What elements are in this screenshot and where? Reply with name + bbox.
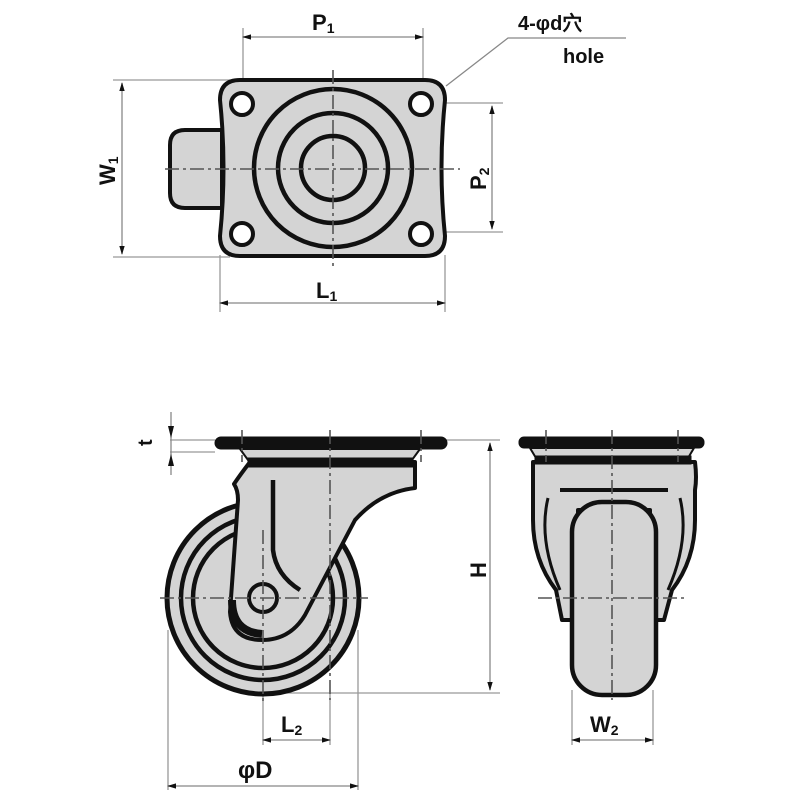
w2-label: W2 bbox=[590, 712, 619, 738]
mounting-hole-icon bbox=[229, 91, 434, 247]
front-view: W2 bbox=[518, 430, 705, 745]
hole-callout-label: 4-φd穴 bbox=[518, 11, 582, 35]
mount-plate bbox=[214, 436, 448, 450]
l1-label: L1 bbox=[316, 278, 337, 304]
top-plate bbox=[218, 78, 447, 258]
d-label: φD bbox=[238, 757, 273, 784]
h-label: H bbox=[466, 562, 491, 578]
p1-label: P1 bbox=[312, 10, 335, 36]
top-view: P1 W1 L1 P2 4-φd穴 hole bbox=[95, 10, 626, 312]
side-view: t H L2 φD bbox=[135, 412, 500, 790]
l2-label: L2 bbox=[281, 712, 302, 738]
fork-rib bbox=[270, 480, 302, 592]
w1-label: W1 bbox=[95, 156, 121, 185]
t-label: t bbox=[135, 439, 157, 446]
hole-callout-sublabel: hole bbox=[563, 46, 604, 68]
p2-label: P2 bbox=[466, 167, 492, 190]
